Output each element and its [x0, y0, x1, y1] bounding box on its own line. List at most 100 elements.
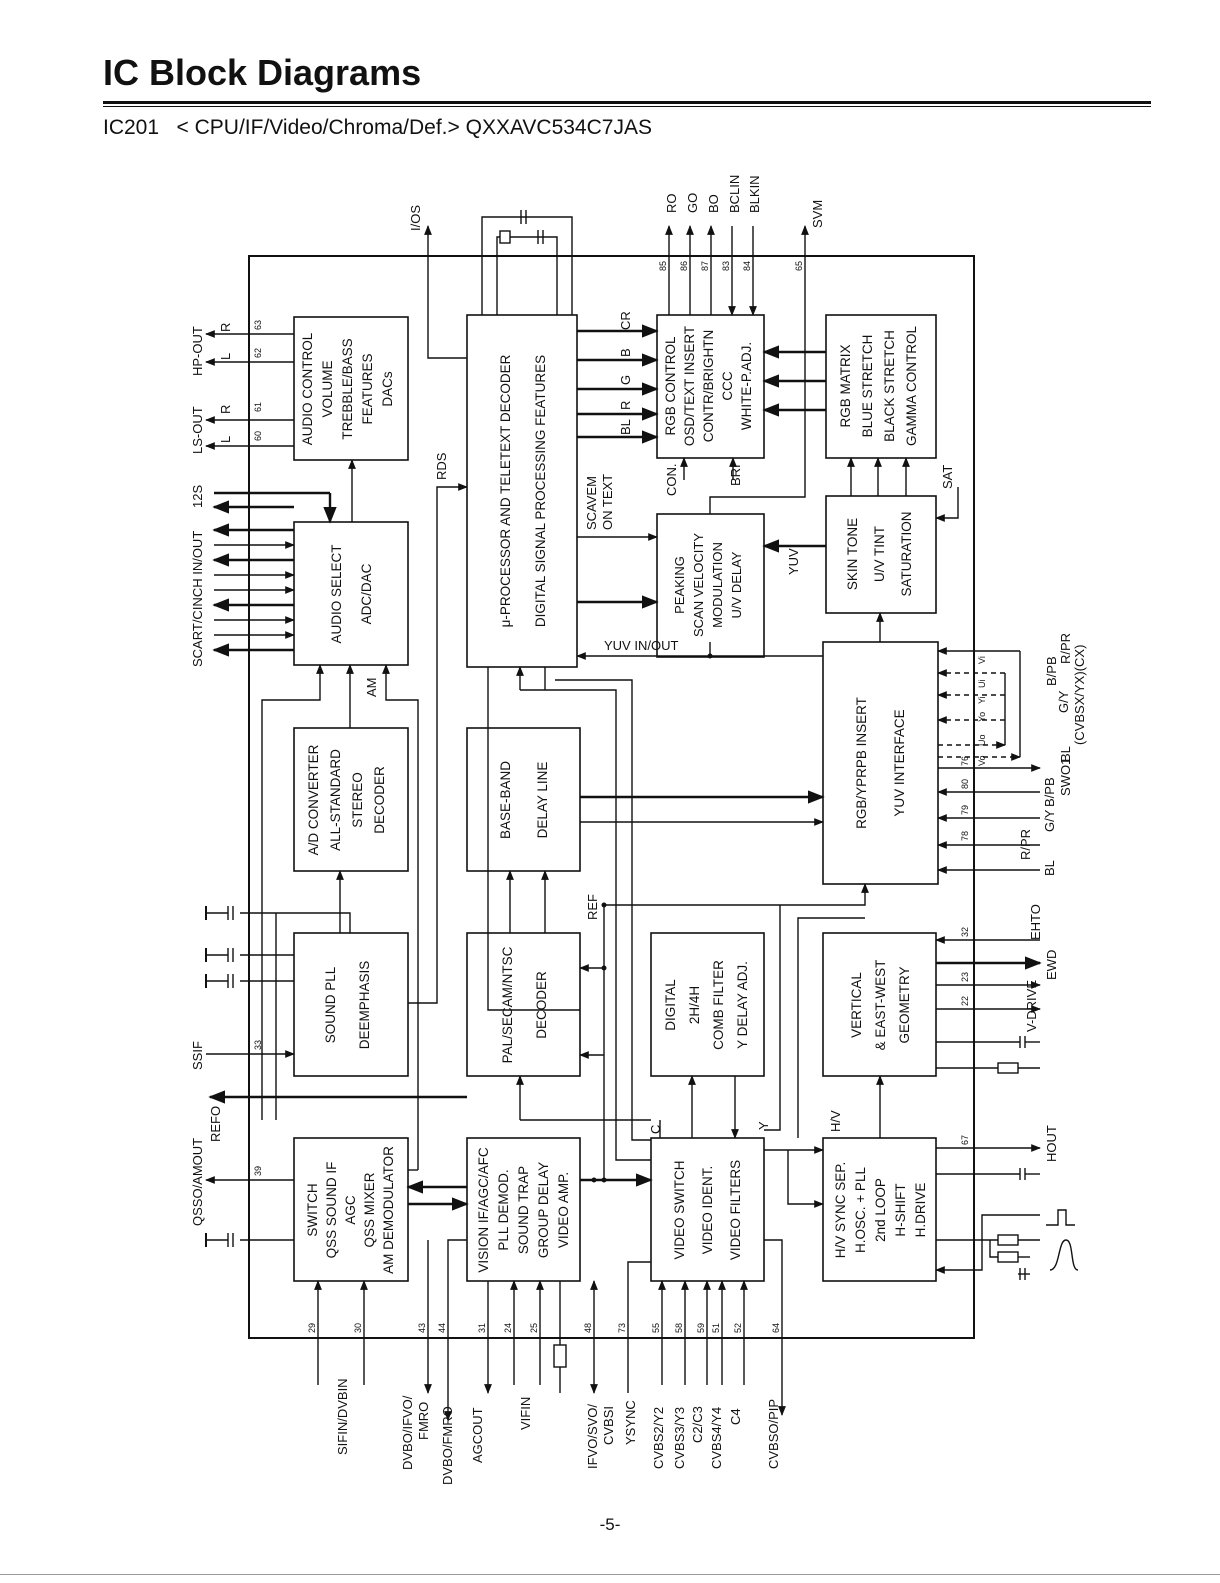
label-c: C	[648, 1125, 663, 1134]
pin-83: 83	[721, 261, 731, 271]
label-rgb-matrix-3: BLACK STRETCH	[882, 330, 897, 442]
label-ehto: EHTO	[1028, 904, 1043, 940]
pin-32: 32	[960, 927, 970, 937]
label-ios: I/OS	[408, 205, 423, 231]
label-b: B	[618, 348, 633, 357]
block-hv-sync: H/V SYNC SEP. H.OSC. + PLL 2nd LOOP H-SH…	[822, 1137, 937, 1282]
pin-84: 84	[742, 261, 752, 271]
label-vertical-3: GEOMETRY	[897, 966, 912, 1043]
label-qsso: QSSO/AMOUT	[190, 1138, 205, 1226]
pin-29: 29	[307, 1323, 317, 1333]
label-vision-if-4: GROUP DELAY	[536, 1162, 551, 1258]
pin-22: 22	[960, 996, 970, 1006]
label-dvbo-fmro: DVBO/FMRO	[440, 1406, 455, 1485]
pin-63: 63	[253, 320, 263, 330]
label-peaking-2: SCAN VELOCITY	[691, 533, 706, 637]
label-rgb-control-2: OSD/TEXT INSERT	[682, 326, 697, 446]
pin-78: 78	[960, 831, 970, 841]
label-rgb-control-4: CCC	[720, 371, 735, 400]
label-g: G	[618, 375, 633, 385]
label-skin-tone-3: SATURATION	[899, 511, 914, 596]
label-ifvo-svo: IFVO/SVO/	[585, 1404, 600, 1469]
label-pal-secam-1: PAL/SECAM/NTSC	[500, 946, 515, 1063]
block-audio-select: AUDIO SELECT ADC/DAC	[293, 521, 409, 666]
label-yuv: YUV	[786, 548, 801, 575]
pin-62: 62	[253, 348, 263, 358]
label-cvbs3: CVBS3/Y3	[672, 1407, 687, 1469]
label-hv-sync-1: H/V SYNC SEP.	[833, 1162, 848, 1259]
label-ui: Ui	[977, 680, 987, 689]
pin-76: 76	[960, 756, 970, 766]
block-pal-secam: PAL/SECAM/NTSC DECODER	[466, 932, 581, 1077]
label-g-y: G/Y	[1042, 809, 1057, 832]
label-audio-control-4: FEATURES	[360, 353, 375, 424]
label-ad-converter-3: STEREO	[350, 772, 365, 828]
block-vision-if: VISION IF/AGC/AFC PLL DEMOD. SOUND TRAP …	[466, 1137, 581, 1282]
label-vi: Vi	[977, 656, 987, 664]
block-switch-qss: SWITCH QSS SOUND IF AGC QSS MIXER AM DEM…	[293, 1137, 409, 1282]
block-video-switch: VIDEO SWITCH VIDEO IDENT. VIDEO FILTERS	[650, 1137, 765, 1282]
label-processor-2: DIGITAL SIGNAL PROCESSING FEATURES	[533, 355, 548, 627]
pin-33: 33	[253, 1040, 263, 1050]
label-pal-secam-2: DECODER	[534, 971, 549, 1039]
label-hv-sync-4: H-SHIFT	[893, 1183, 908, 1236]
label-rds: RDS	[434, 452, 449, 480]
page-number: -5-	[599, 1515, 621, 1534]
label-skin-tone-2: U/V TINT	[872, 526, 887, 582]
page-title: IC Block Diagrams	[103, 52, 422, 93]
label-peaking-3: MODULATION	[710, 542, 725, 628]
label-svm: SVM	[810, 200, 825, 228]
title-rule-thin	[103, 106, 1151, 107]
label-yuv-in-out: YUV IN/OUT	[604, 638, 678, 653]
pin-55: 55	[651, 1323, 661, 1333]
label-dvbo-ifvo: DVBO/IFVO/	[400, 1395, 415, 1470]
pin-numbers: 63 62 61 60 33 39 29 30 43 44 31 24 25 4…	[253, 261, 970, 1333]
label-switch-qss-5: AM DEMODULATOR	[381, 1146, 396, 1274]
block-ad-converter: A/D CONVERTER ALL-STANDARD STEREO DECODE…	[293, 727, 409, 872]
block-rgb-control: RGB CONTROL OSD/TEXT INSERT CONTR/BRIGHT…	[656, 314, 765, 459]
pin-30: 30	[353, 1323, 363, 1333]
label-hp-l: L	[218, 353, 233, 360]
bottom-rule	[0, 1574, 1220, 1575]
label-video-switch-2: VIDEO IDENT.	[700, 1166, 715, 1255]
label-am: AM	[364, 678, 379, 698]
label-rgb-insert-1: RGB/YPRPB INSERT	[854, 697, 869, 829]
pin-31: 31	[477, 1323, 487, 1333]
label-yo: Yo	[977, 712, 987, 722]
label-b-pb: B/PB	[1042, 777, 1057, 807]
label-hout: HOUT	[1044, 1125, 1059, 1162]
pin-58: 58	[674, 1323, 684, 1333]
label-switch-qss-4: QSS MIXER	[362, 1172, 377, 1247]
label-ssif: SSIF	[190, 1041, 205, 1070]
label-hp-r: R	[218, 323, 233, 332]
pin-87: 87	[700, 261, 710, 271]
label-bclin: BCLIN	[727, 175, 742, 213]
label-swo1: SWO1	[1058, 758, 1073, 796]
label-c4: C4	[728, 1408, 743, 1425]
pin-64: 64	[771, 1323, 781, 1333]
label-audio-control-1: AUDIO CONTROL	[300, 332, 315, 445]
label-g-y-top: G/Y	[1056, 690, 1071, 713]
label-audio-select-1: AUDIO SELECT	[329, 544, 344, 643]
block-rgb-matrix: RGB MATRIX BLUE STRETCH BLACK STRETCH GA…	[825, 314, 937, 459]
label-ad-converter-4: DECODER	[372, 766, 387, 834]
block-baseband: BASE-BAND DELAY LINE	[466, 727, 581, 872]
bottom-signal-labels: SIFIN/DVBIN DVBO/IFVO/ FMRO DVBO/FMRO AG…	[335, 1378, 781, 1485]
label-hv-sync-5: H.DRIVE	[913, 1183, 928, 1238]
pin-80: 80	[960, 779, 970, 789]
right-signal-labels: R/PR B/PB G/Y (CVBSX/YX)(CX) SWO1 BL B/P…	[1018, 633, 1087, 1162]
label-y: Y	[756, 1121, 771, 1130]
label-rgb-matrix-1: RGB MATRIX	[838, 344, 853, 427]
pin-67: 67	[960, 1135, 970, 1145]
pin-39: 39	[253, 1166, 263, 1176]
label-digital-comb-4: Y DELAY ADJ.	[735, 961, 750, 1049]
label-ad-converter-1: A/D CONVERTER	[306, 744, 321, 855]
label-digital-comb-3: COMB FILTER	[711, 960, 726, 1050]
label-hp-out: HP-OUT	[190, 326, 205, 376]
label-bl-int: BL	[618, 419, 633, 435]
label-bl: BL	[1042, 860, 1057, 876]
label-ref: REF	[585, 894, 600, 920]
pin-24: 24	[503, 1323, 513, 1333]
pin-43: 43	[417, 1323, 427, 1333]
label-audio-control-2: VOLUME	[320, 360, 335, 417]
